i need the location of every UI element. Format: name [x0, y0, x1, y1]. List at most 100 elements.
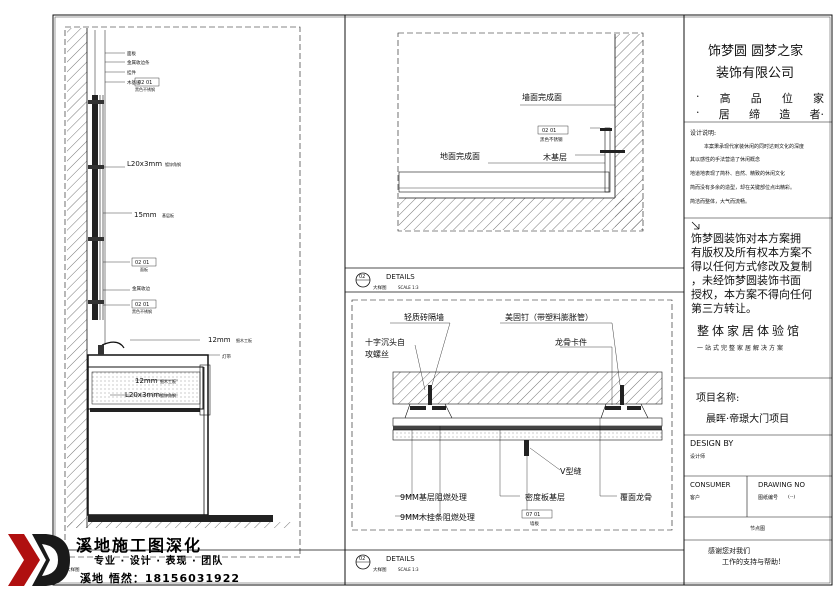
- xd-logo: [8, 534, 70, 586]
- drawing-no-value: (--): [788, 494, 796, 500]
- design-note-line-1: 本案秉承现代家装休闲的同时达到文化的深度: [704, 144, 805, 150]
- details-scale-lower: SCALE 1:3: [398, 567, 419, 572]
- design-note-line-3: 地道地表现了简朴、自然、精致的休闲文化: [690, 171, 786, 177]
- motto-2-3: 造: [779, 108, 791, 121]
- label-light-partition: 轻质砖隔墙: [404, 312, 444, 322]
- motto-1-1: 高: [719, 92, 731, 105]
- thanks-line1: 感谢您对我们: [708, 547, 750, 555]
- label-base-fire: 9MM基层阻燃处理: [400, 492, 467, 502]
- top-right-detail: 墙面完成面 地面完成面 木基层 02 01 黑色不锈钢: [397, 32, 644, 232]
- motto-1-0: ·: [696, 90, 700, 103]
- design-by-cn: 设计师: [690, 454, 706, 460]
- details-title-upper: DETAILS: [386, 273, 415, 281]
- label-keel: 覆面龙骨: [620, 492, 652, 502]
- details-cn-upper: 大样图: [373, 284, 387, 291]
- left-tag-3: 挂件: [127, 69, 136, 76]
- label-clip: 龙骨卡件: [555, 337, 587, 347]
- details-title-lower: DETAILS: [386, 555, 415, 563]
- top-right-mark-sub: 黑色不锈钢: [540, 136, 563, 143]
- motto-2-1: 居: [718, 108, 730, 121]
- details-num-upper: 02: [359, 274, 365, 280]
- bottom-mark-sub: 墙板: [530, 520, 539, 527]
- left-dim-l20-note: 镀锌角钢: [165, 161, 181, 167]
- label-hang-fire: 9MM木挂条阻燃处理: [400, 512, 475, 522]
- details-scale-upper: SCALE 1:3: [398, 285, 419, 290]
- left-dim-12b: 12mm: [135, 377, 158, 385]
- left-dim-12b-note: 细木工板: [160, 378, 176, 384]
- left-dim-15-note: 基层板: [162, 212, 174, 218]
- design-note-line-2: 其以感性的手法营造了休闲概念: [690, 157, 761, 163]
- left-mark-mid-sub: 面板: [140, 266, 148, 272]
- arrow-icon: [691, 221, 700, 230]
- details-header-upper: 02 DETAILS 大样图 SCALE 1:3: [345, 267, 684, 293]
- title-block: [683, 15, 832, 585]
- copyright-line-6: 第三方转让。: [691, 302, 757, 315]
- consumer-cn: 客户: [690, 495, 701, 501]
- watermark-brand: 溪地施工图深化: [76, 536, 203, 555]
- label-vgroove: V型缝: [560, 466, 581, 476]
- left-mark-top-sub: 黑色不锈钢: [135, 86, 155, 92]
- left-tag-2: 金属收边条: [127, 59, 150, 66]
- motto-row2: · 居 缔 造 者·: [696, 106, 824, 122]
- floor-finish-label: 地面完成面: [440, 151, 480, 161]
- left-tag-1: 面板: [127, 50, 136, 57]
- left-dim-l20b-note: 镀锌角钢: [160, 392, 176, 398]
- drawing-no: DRAWING NO: [758, 481, 805, 489]
- left-dim-l20b: L20x3mm: [125, 391, 160, 399]
- project-name: 晨晖·帝璟大门项目: [706, 414, 790, 425]
- left-mark-mid: 02 01: [135, 260, 149, 266]
- top-right-mark: 02 01: [542, 128, 556, 134]
- details-cn-lower: 大样图: [373, 566, 387, 573]
- watermark-contact: 溪地 悟然：18156031922: [80, 572, 241, 585]
- bottom-mark: 07 01: [526, 512, 540, 518]
- bottom-wall-detail: 轻质砖隔墙 美固钉（带塑料膨胀管） 十字沉头自 攻螺丝 龙骨卡件 V型缝 9MM…: [351, 299, 673, 531]
- motto-2-4: 者·: [809, 108, 825, 121]
- copyright-line-3: 得以任何方式修改及复制: [691, 260, 812, 273]
- left-dim-l20: L20x3mm: [127, 160, 162, 168]
- left-mark-top: 02 01: [138, 80, 152, 86]
- details-underlay-sub: 大样图: [66, 566, 80, 573]
- wood-base-label: 木基层: [543, 152, 567, 162]
- copyright-line-4: ，未经饰梦圆装饰书面: [691, 274, 801, 287]
- design-note-title: 设计说明:: [690, 130, 717, 137]
- label-density: 密度板基层: [525, 492, 565, 502]
- drawing-no-cn: 图纸编号: [758, 495, 779, 501]
- details-num-lower: 02: [359, 556, 365, 562]
- label-screw2: 攻螺丝: [365, 349, 389, 359]
- thanks-line2: 工作的支持与帮助!: [722, 558, 781, 566]
- experience-sub: 一站式完整家居解决方案: [697, 345, 786, 352]
- motto-2-0: ·: [696, 106, 700, 119]
- company-line2: 装饰有限公司: [716, 66, 795, 81]
- details-header-lower: 02 DETAILS 大样图 SCALE 1:3 DE 大样图: [55, 549, 684, 573]
- motto-row1: · 高 品 位 家: [696, 90, 824, 106]
- project-label: 项目名称:: [696, 393, 740, 404]
- left-dim-15: 15mm: [134, 211, 157, 219]
- left-dim-12a-note: 细木工板: [236, 337, 252, 343]
- sheet-label: 节点图: [750, 526, 766, 532]
- motto-1-4: 家: [813, 92, 824, 105]
- label-anchor: 美固钉（带塑料膨胀管）: [505, 312, 593, 322]
- motto-2-2: 缔: [749, 108, 760, 121]
- copyright-line-1: 饰梦圆装饰对本方案拥: [691, 232, 801, 245]
- watermark-slogan: 专业 · 设计 · 表现 · 团队: [94, 556, 224, 567]
- left-mark-mid3: 02 01: [135, 302, 149, 308]
- left-tag-mid2: 金属收边: [132, 285, 150, 292]
- copyright-text: 饰梦圆装饰对本方案拥 有版权及所有权本方案不 得以任何方式修改及复制 ，未经饰梦…: [691, 232, 812, 316]
- company-line1: 饰梦圆 圆梦之家: [708, 44, 804, 59]
- left-mark-mid3-sub: 黑色不锈钢: [132, 308, 152, 314]
- experience-hall: 整体家居体验馆: [697, 324, 803, 338]
- left-dim-12a: 12mm: [208, 336, 231, 344]
- motto-1-3: 位: [781, 92, 793, 105]
- left-tag-4: 木基层: [127, 79, 141, 86]
- wall-finish-label: 墙面完成面: [522, 92, 562, 102]
- left-tag-12a2: 灯带: [222, 353, 231, 360]
- left-section-detail: 面板 金属收边条 挂件 木基层 02 01 黑色不锈钢 L20x3mm 镀锌角钢…: [64, 26, 301, 558]
- design-note-line-5: 简洁而整体，大气而流畅。: [690, 199, 751, 205]
- design-note-line-4: 简而没有多余的造型，却在关键部位点出精彩。: [690, 185, 796, 191]
- motto-1-2: 品: [750, 92, 762, 105]
- label-screw: 十字沉头自: [365, 337, 405, 347]
- copyright-line-5: 授权，本方案不得向任何: [691, 288, 812, 301]
- copyright-line-2: 有版权及所有权本方案不: [691, 246, 812, 259]
- consumer: CONSUMER: [690, 481, 731, 489]
